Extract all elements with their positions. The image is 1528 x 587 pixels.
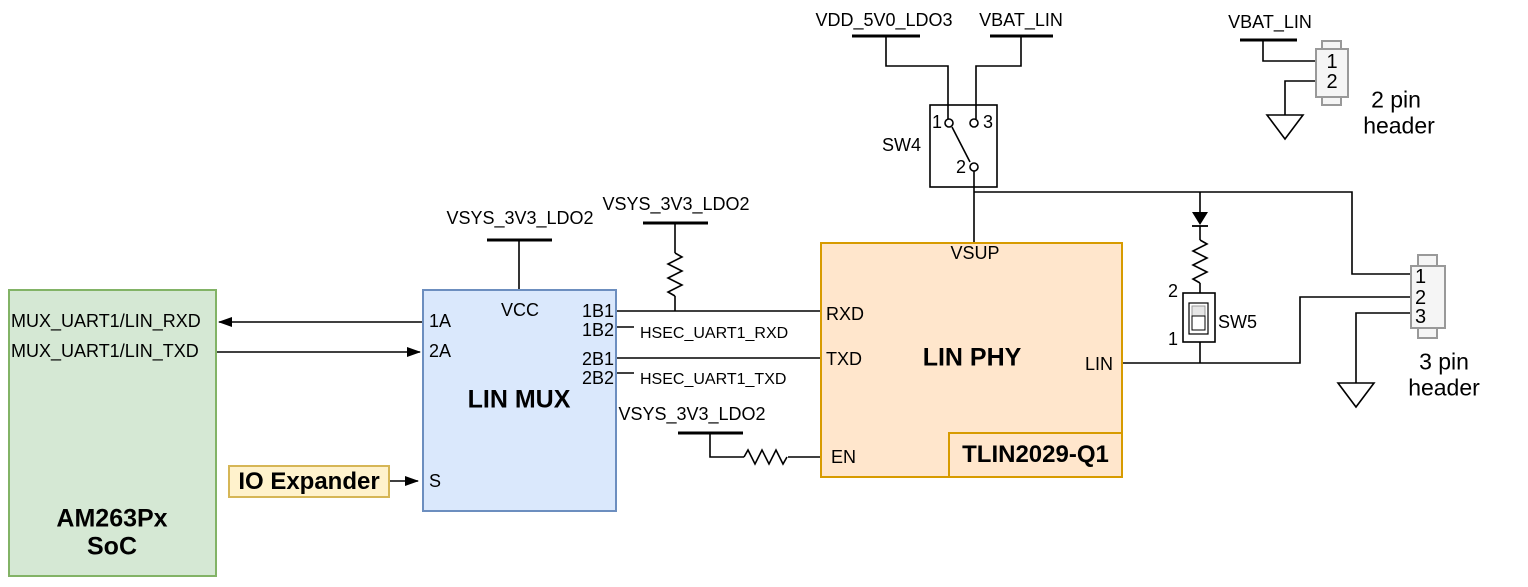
header3-connector xyxy=(1410,254,1446,339)
net-label-vbat-lin-header: VBAT_LIN xyxy=(1228,12,1312,33)
phy-title: LIN PHY xyxy=(922,343,1022,372)
header3-pin1-label: 1 xyxy=(1415,266,1427,288)
net-label-vbat-lin-sw4: VBAT_LIN xyxy=(979,10,1063,31)
power-rail-vdd5 xyxy=(852,34,949,119)
header2-connector xyxy=(1315,40,1349,106)
header3-caption-line2: header xyxy=(1408,374,1480,401)
net-label-vsys-en: VSYS_3V3_LDO2 xyxy=(618,404,766,425)
header2-caption-line1: 2 pin xyxy=(1371,86,1421,113)
soc-block xyxy=(8,289,217,577)
wire-header3-gnd xyxy=(1336,312,1411,409)
header3-caption-line1: 3 pin xyxy=(1419,348,1469,375)
header2-pin1-label: 1 xyxy=(1326,51,1338,73)
power-rail-vbat-header2 xyxy=(1240,38,1316,62)
diode-resistor-branch xyxy=(1191,192,1209,293)
power-rail-vcc xyxy=(487,238,552,289)
io-expander-label: IO Expander xyxy=(238,467,380,495)
phy-pin-en: EN xyxy=(831,447,857,468)
mux-pin-1b2: 1B2 xyxy=(581,320,614,341)
sw4-switch-body xyxy=(929,104,998,188)
sw5-pin1-label: 1 xyxy=(1167,329,1179,350)
sw4-pin3-label: 3 xyxy=(982,112,994,133)
phy-part-number-box: TLIN2029-Q1 xyxy=(948,432,1123,478)
phy-pin-lin: LIN xyxy=(1084,354,1113,375)
header3-pin3-label: 3 xyxy=(1415,306,1427,328)
phy-part-number: TLIN2029-Q1 xyxy=(962,441,1109,468)
net-label-hsec-uart1-rxd: HSEC_UART1_RXD xyxy=(640,325,789,343)
sw4-contacts xyxy=(944,118,979,172)
sw5-label: SW5 xyxy=(1218,312,1258,333)
power-rail-vbat-sw4 xyxy=(975,34,1053,119)
header2-caption-line2: header xyxy=(1363,112,1435,139)
lin-mux-block xyxy=(422,289,617,512)
phy-pin-rxd: RXD xyxy=(826,304,865,325)
soc-title-line1: AM263Px xyxy=(56,504,168,533)
wire-header2-gnd xyxy=(1265,80,1316,141)
soc-pin-label-rxd: MUX_UART1/LIN_RXD xyxy=(11,311,201,332)
soc-pin-label-txd: MUX_UART1/LIN_TXD xyxy=(11,341,199,362)
pullup-resistor xyxy=(666,252,684,297)
net-label-hsec-uart1-txd: HSEC_UART1_TXD xyxy=(640,371,787,389)
power-rail-rxd-pullup xyxy=(643,221,708,311)
soc-title-line2: SoC xyxy=(87,532,137,561)
sw4-lever xyxy=(951,126,971,163)
header3-pin2-label: 2 xyxy=(1415,287,1427,309)
lin-pullup-resistor xyxy=(1191,239,1209,284)
diode xyxy=(1192,212,1208,225)
sw5-switch-body xyxy=(1182,292,1216,343)
mux-pin-vcc: VCC xyxy=(500,300,540,321)
phy-pin-txd: TXD xyxy=(826,349,862,370)
net-label-vsys-vcc: VSYS_3V3_LDO2 xyxy=(446,208,594,229)
mux-pin-1b1: 1B1 xyxy=(581,301,614,322)
wire-lin-header xyxy=(1123,296,1411,364)
ground-symbol-2pin xyxy=(1265,114,1305,141)
header2-pin2-label: 2 xyxy=(1326,71,1338,93)
en-resistor xyxy=(743,448,788,466)
mux-title: LIN MUX xyxy=(467,385,571,414)
power-rail-en xyxy=(678,431,820,466)
sw4-pin1-label: 1 xyxy=(931,112,943,133)
mux-pin-1a: 1A xyxy=(429,311,452,332)
net-label-vsys-pullup: VSYS_3V3_LDO2 xyxy=(602,194,750,215)
phy-pin-vsup: VSUP xyxy=(950,243,1000,264)
sw4-pin2-label: 2 xyxy=(955,157,967,178)
net-label-vdd-5v0-ldo3: VDD_5V0_LDO3 xyxy=(815,10,953,31)
mux-pin-2b2: 2B2 xyxy=(581,368,614,389)
ground-symbol-3pin xyxy=(1336,382,1376,409)
io-expander-box: IO Expander xyxy=(228,465,390,498)
mux-pin-s: S xyxy=(429,471,442,492)
wire-sw4-vsup xyxy=(973,171,1411,275)
mux-pin-2b1: 2B1 xyxy=(581,349,614,370)
sw4-label: SW4 xyxy=(881,135,921,156)
mux-pin-2a: 2A xyxy=(429,341,452,362)
sw5-pin2-label: 2 xyxy=(1167,281,1179,302)
